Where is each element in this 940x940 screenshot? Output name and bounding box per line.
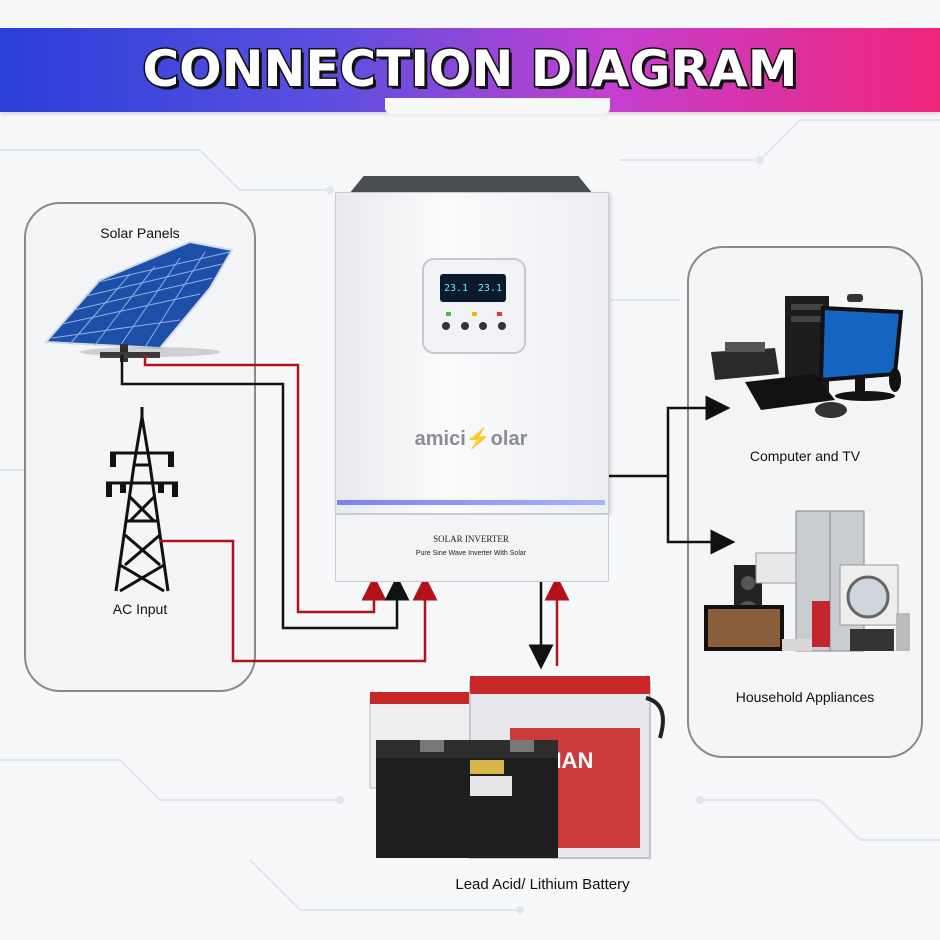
display-right-value: 23.1 [477, 282, 502, 294]
transmission-tower-icon [106, 407, 178, 593]
banner-tab [385, 98, 610, 114]
computer-image [711, 294, 904, 418]
battery-label: Lead Acid/ Lithium Battery [455, 876, 630, 893]
button-2[interactable] [460, 322, 469, 330]
solar-panel-image [43, 240, 234, 362]
inverter-model-label: SOLAR INVERTER [433, 534, 509, 544]
inverter-tagline: Pure Sine Wave Inverter With Solar [415, 550, 527, 557]
display-left-value: 23.1 [444, 282, 469, 294]
page-title: CONNECTION DIAGRAM [141, 39, 799, 100]
battery-image: TIAN [369, 676, 665, 859]
indicator-leds [446, 312, 502, 316]
button-1[interactable] [442, 322, 450, 330]
mounting-bracket [349, 176, 593, 194]
household-appliances-label: Household Appliances [735, 689, 875, 705]
solar-panels-label: Solar Panels [100, 225, 180, 241]
household-appliances-image [704, 510, 910, 652]
accent-stripe [337, 500, 605, 505]
lcd-display: 23.1 23.1 [440, 274, 506, 302]
solar-inverter: 23.1 23.1 amici⚡olar SOLAR INVERTER Pure… [335, 176, 609, 582]
ac-input-label: AC Input [112, 601, 168, 617]
button-4[interactable] [497, 322, 506, 330]
control-panel: 23.1 23.1 [422, 258, 526, 354]
button-3[interactable] [479, 322, 488, 330]
inverter-bottom-panel [335, 514, 609, 582]
control-buttons [442, 322, 506, 332]
computer-tv-label: Computer and TV [749, 448, 861, 464]
inverter-brand-logo: amici⚡olar [414, 428, 528, 450]
